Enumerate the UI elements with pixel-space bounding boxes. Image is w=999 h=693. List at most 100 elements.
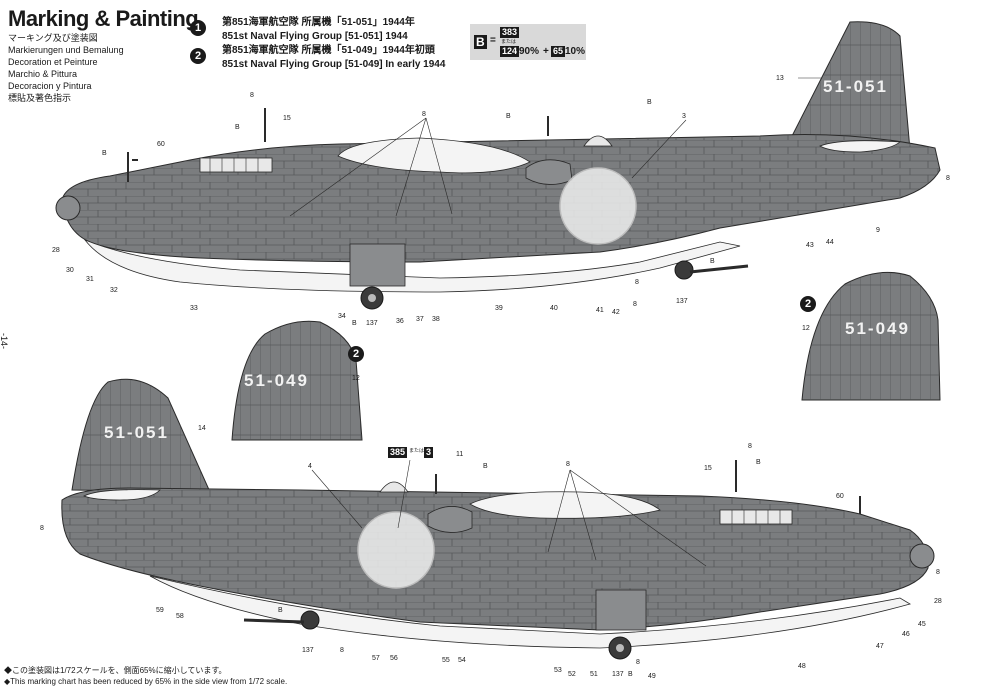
formula-c1: 383 [500,27,520,38]
callout-bot-13: 28 [934,598,942,605]
callout-top-14: 37 [416,316,424,323]
option-1-badge: 1 [190,20,206,36]
formula-c2: 65 [551,46,566,57]
callout-top-7: 31 [86,276,94,283]
callout-top-27: B [647,99,652,106]
callout-top-1: B [235,124,240,131]
callout-top-9: 33 [190,305,198,312]
option-1-en: 851st Naval Flying Group [51-051] 1944 [222,31,408,42]
subtitle-es: Decoracion y Pintura [8,81,92,91]
svg-text:8: 8 [566,461,570,468]
callout-top-22: B [710,258,715,265]
callout-bot-9: B [756,459,761,466]
svg-text:8: 8 [422,111,426,118]
callout-top-16: 39 [495,305,503,312]
callout-top-24: 43 [806,242,814,249]
tail-code-top: 51-051 [823,77,888,96]
aircraft-top-profile: 51-051 [55,21,941,310]
callout-bot-15: 58 [176,613,184,620]
callout-bot-30: 48 [798,663,806,670]
callout-bot-32: 46 [902,631,910,638]
callout-top-18: 41 [596,307,604,314]
code-3-tag: 3 [424,447,434,458]
color-formula: B = 383 または 124 90% + 65 10% [470,24,586,60]
formula-plus: + [543,46,549,57]
callout-top-30: 13 [776,75,784,82]
callout-bot-28: 49 [648,673,656,680]
tail-inset-left: 51-049 [231,320,363,441]
callout-bot-11: 60 [836,493,844,500]
callouts-bottom: 14 12 12 4 385 3 11 B 8 B 15 60 8 28 59 … [40,325,942,680]
formula-eq: = [490,35,496,46]
formula-or: または [501,39,517,45]
tail-code-right: 51-049 [845,319,910,338]
callout-bot-0: 14 [198,425,206,432]
callout-top-28: 3 [682,113,686,120]
tail-inset-right: 51-049 [801,271,941,401]
callouts-top: 8 B 15 B 60 28 30 31 32 33 34 B 137 36 3… [52,75,950,327]
option-2-jp: 第851海軍航空隊 所属機「51-049」1944年初頭 [222,45,435,56]
callout-bot-3: 4 [308,463,312,470]
callout-top-29: B [506,113,511,120]
callout-top-25: 44 [826,239,834,246]
callout-top-13: 36 [396,318,404,325]
callout-bot-7: B [483,463,488,470]
callout-bot-8: 8 [748,443,752,450]
callout-bot-12: 8 [40,525,44,532]
callout-top-2: 15 [283,115,291,122]
aircraft-bottom-profile: 51-051 [61,378,935,660]
callout-top-6: 30 [66,267,74,274]
callout-top-3: B [102,150,107,157]
callout-top-5: 28 [52,247,60,254]
callout-top-8: 32 [110,287,118,294]
callout-top-12: 137 [366,320,378,327]
callout-bot-1: 12 [352,375,360,382]
callout-bot-31: 47 [876,643,884,650]
callout-top-11: B [352,320,357,327]
option-2-badge: 2 [190,48,206,64]
callout-top-21: 137 [676,298,688,305]
tail-code-bottom: 51-051 [104,423,169,442]
formula-b-label: B [474,35,487,49]
callout-bot-21: 55 [442,657,450,664]
callout-bot-19: 57 [372,655,380,662]
formula-p1: 90% [519,46,540,57]
callout-top-19: 42 [612,309,620,316]
callout-bot-34: 8 [936,569,940,576]
tail-right-option-badge: 2 [800,296,816,312]
code-385-tag: 385 [388,447,408,458]
callout-bot-17: 137 [302,647,314,654]
subtitle-de: Markierungen und Bemalung [8,45,124,55]
callout-top-31: 8 [946,175,950,182]
callout-bot-24: 52 [568,671,576,678]
callout-bot-26: 137 [612,671,624,678]
formula-p2: 10% [565,46,586,57]
callout-bot-25: 51 [590,671,598,678]
callout-bot-33: 45 [918,621,926,628]
callout-top-17: 40 [550,305,558,312]
callout-top-23: 8 [635,279,639,286]
tail-left-option-badge: 2 [348,346,364,362]
page-title: Marking & Painting [8,6,199,31]
formula-c1-alt: 124 [500,46,520,57]
callout-top-26: 9 [876,227,880,234]
callout-top-15: 38 [432,316,440,323]
callout-top-20: 8 [633,301,637,308]
footnote-en: ◆This marking chart has been reduced by … [4,677,288,686]
subtitle-cn: 標貼及著色指示 [8,93,72,103]
subtitle-fr: Decoration et Peinture [8,57,98,67]
subtitle-it: Marchio & Pittura [8,69,78,79]
callout-bot-20: 56 [390,655,398,662]
callout-top-0: 8 [250,92,254,99]
callout-top-10: 34 [338,313,346,320]
legend-option-2: 2 第851海軍航空隊 所属機「51-049」1944年初頭 851st Nav… [190,44,445,72]
callout-bot-14: 59 [156,607,164,614]
code-or-text: または [409,448,425,454]
callout-bot-10: 15 [704,465,712,472]
footnote-jp: ◆この塗装図は1/72スケールを、側面65%に縮小しています。 [4,666,227,675]
option-1-jp: 第851海軍航空隊 所属機「51-051」1944年 [222,17,415,28]
callout-bot-22: 54 [458,657,466,664]
callout-bot-29: 8 [636,659,640,666]
callout-top-4: 60 [157,141,165,148]
